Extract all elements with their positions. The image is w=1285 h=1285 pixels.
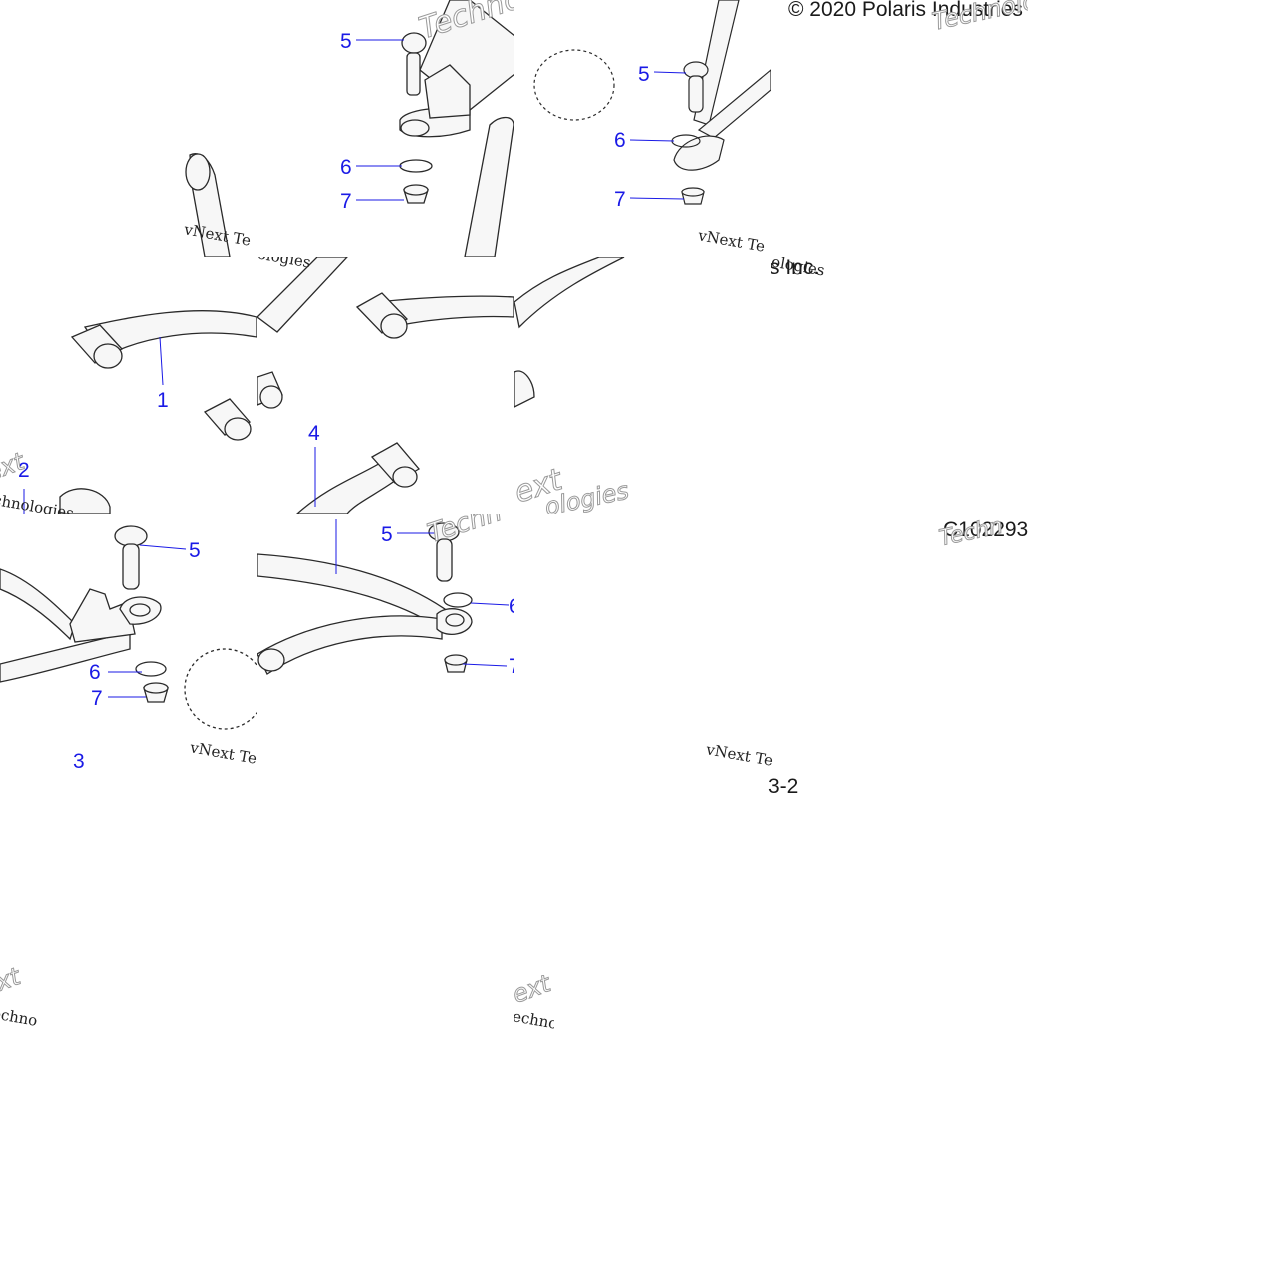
callout-6: 6 — [614, 129, 626, 152]
a-arm-linework-bottom-left — [0, 525, 257, 730]
callout-5: 5 — [189, 539, 201, 562]
tile-bottom-middle: 5 6 7 Techn — [257, 514, 514, 694]
frame-tube — [514, 257, 625, 329]
pivot-bushing — [257, 648, 285, 672]
ball-joint-stud — [122, 543, 140, 590]
lower-a-arm-tube — [375, 295, 514, 328]
ball-joint-stud — [688, 75, 704, 113]
callout-6: 6 — [89, 661, 101, 684]
tube-right — [464, 116, 514, 257]
tube-end-left — [185, 153, 211, 191]
tile-top-right: © 2020 Polaris Industries Inc. Technolog… — [771, 0, 1028, 257]
upper-a-arm-tube — [83, 310, 257, 358]
tile-middle-left: 1 2 ext echnologies — [0, 257, 257, 514]
frame-stub — [59, 488, 111, 514]
copyright-tail: s Inc. — [771, 257, 820, 279]
copyright-notice: © 2020 Polaris Industries Inc. — [788, 0, 1028, 21]
callout-7: 7 — [614, 188, 626, 211]
callout-7: 7 — [91, 687, 103, 710]
bracket — [69, 588, 136, 643]
callout-2: 2 — [18, 459, 30, 482]
retaining-ring — [443, 592, 473, 608]
tile-middle-right: ext ologies — [514, 257, 771, 514]
frame-eye — [673, 135, 725, 171]
callout-7: 7 — [340, 190, 352, 213]
knuckle-ghost — [533, 49, 615, 121]
a-arm-tube-upper — [0, 568, 76, 641]
ball-joint-eye — [400, 119, 430, 137]
a-arm-linework-middle-left — [23, 310, 257, 514]
watermark-trail: echno — [0, 1004, 39, 1030]
callout-6: 6 — [340, 156, 352, 179]
ball-joint-stud — [406, 52, 421, 96]
callout-7-fragment: 7 — [509, 656, 514, 677]
figure-code-head: C102293 — [943, 518, 1028, 541]
tile-bottom-right: C102293 Techn vNext Te 3-2 — [514, 514, 1028, 804]
tile-middle-far-right: s Inc. ologies — [771, 257, 1028, 514]
callout-5: 5 — [381, 523, 393, 546]
watermark-ghost: Technologies — [929, 0, 1028, 36]
tile-top-middle: 5 6 7 vNext Te — [514, 0, 771, 257]
ball-joint-head — [114, 525, 148, 547]
a-arm-linework-top-middle — [533, 0, 771, 205]
watermark-ghost: ext — [514, 975, 554, 1009]
tile-bottom-left: 5 6 7 3 vNext Te 6 — [0, 514, 257, 824]
ball-joint-stud — [436, 538, 453, 582]
a-arm-linework-middle-right — [514, 257, 625, 408]
retaining-ring — [399, 159, 433, 173]
knuckle-ghost — [184, 648, 257, 730]
a-arm-tube-lower — [257, 615, 443, 675]
a-arm-tube-lower — [0, 631, 131, 683]
tile-fragment-bottom-mid: ext echno — [514, 975, 554, 1035]
callout-5: 5 — [638, 63, 650, 86]
frame-tube — [257, 257, 348, 333]
figure-code-tail: 3-2 — [768, 775, 799, 798]
tile-top-left: 5 6 7 Techno vNext Te — [0, 0, 514, 257]
callout-6-fragment: 6 — [509, 596, 514, 617]
callout-5: 5 — [340, 30, 352, 53]
watermark-trail: echno — [514, 1007, 554, 1033]
watermark-lead: vNext Te — [704, 740, 775, 770]
watermark-ghost: ext — [0, 962, 25, 1002]
bracket — [424, 64, 471, 119]
tile-center: 4 ologies — [257, 257, 514, 514]
bushing — [514, 370, 535, 408]
callout-4: 4 — [308, 422, 320, 445]
callout-3: 3 — [73, 750, 85, 773]
frame-tube-2 — [697, 69, 771, 139]
a-arm-linework-bottom-middle — [257, 519, 510, 675]
a-arm-linework-top-left — [185, 0, 514, 257]
tile-fragment-bottom-left: ext echno — [0, 940, 40, 1030]
a-arm-linework-center — [257, 257, 514, 514]
callout-1: 1 — [157, 389, 169, 412]
retaining-ring — [135, 661, 167, 677]
